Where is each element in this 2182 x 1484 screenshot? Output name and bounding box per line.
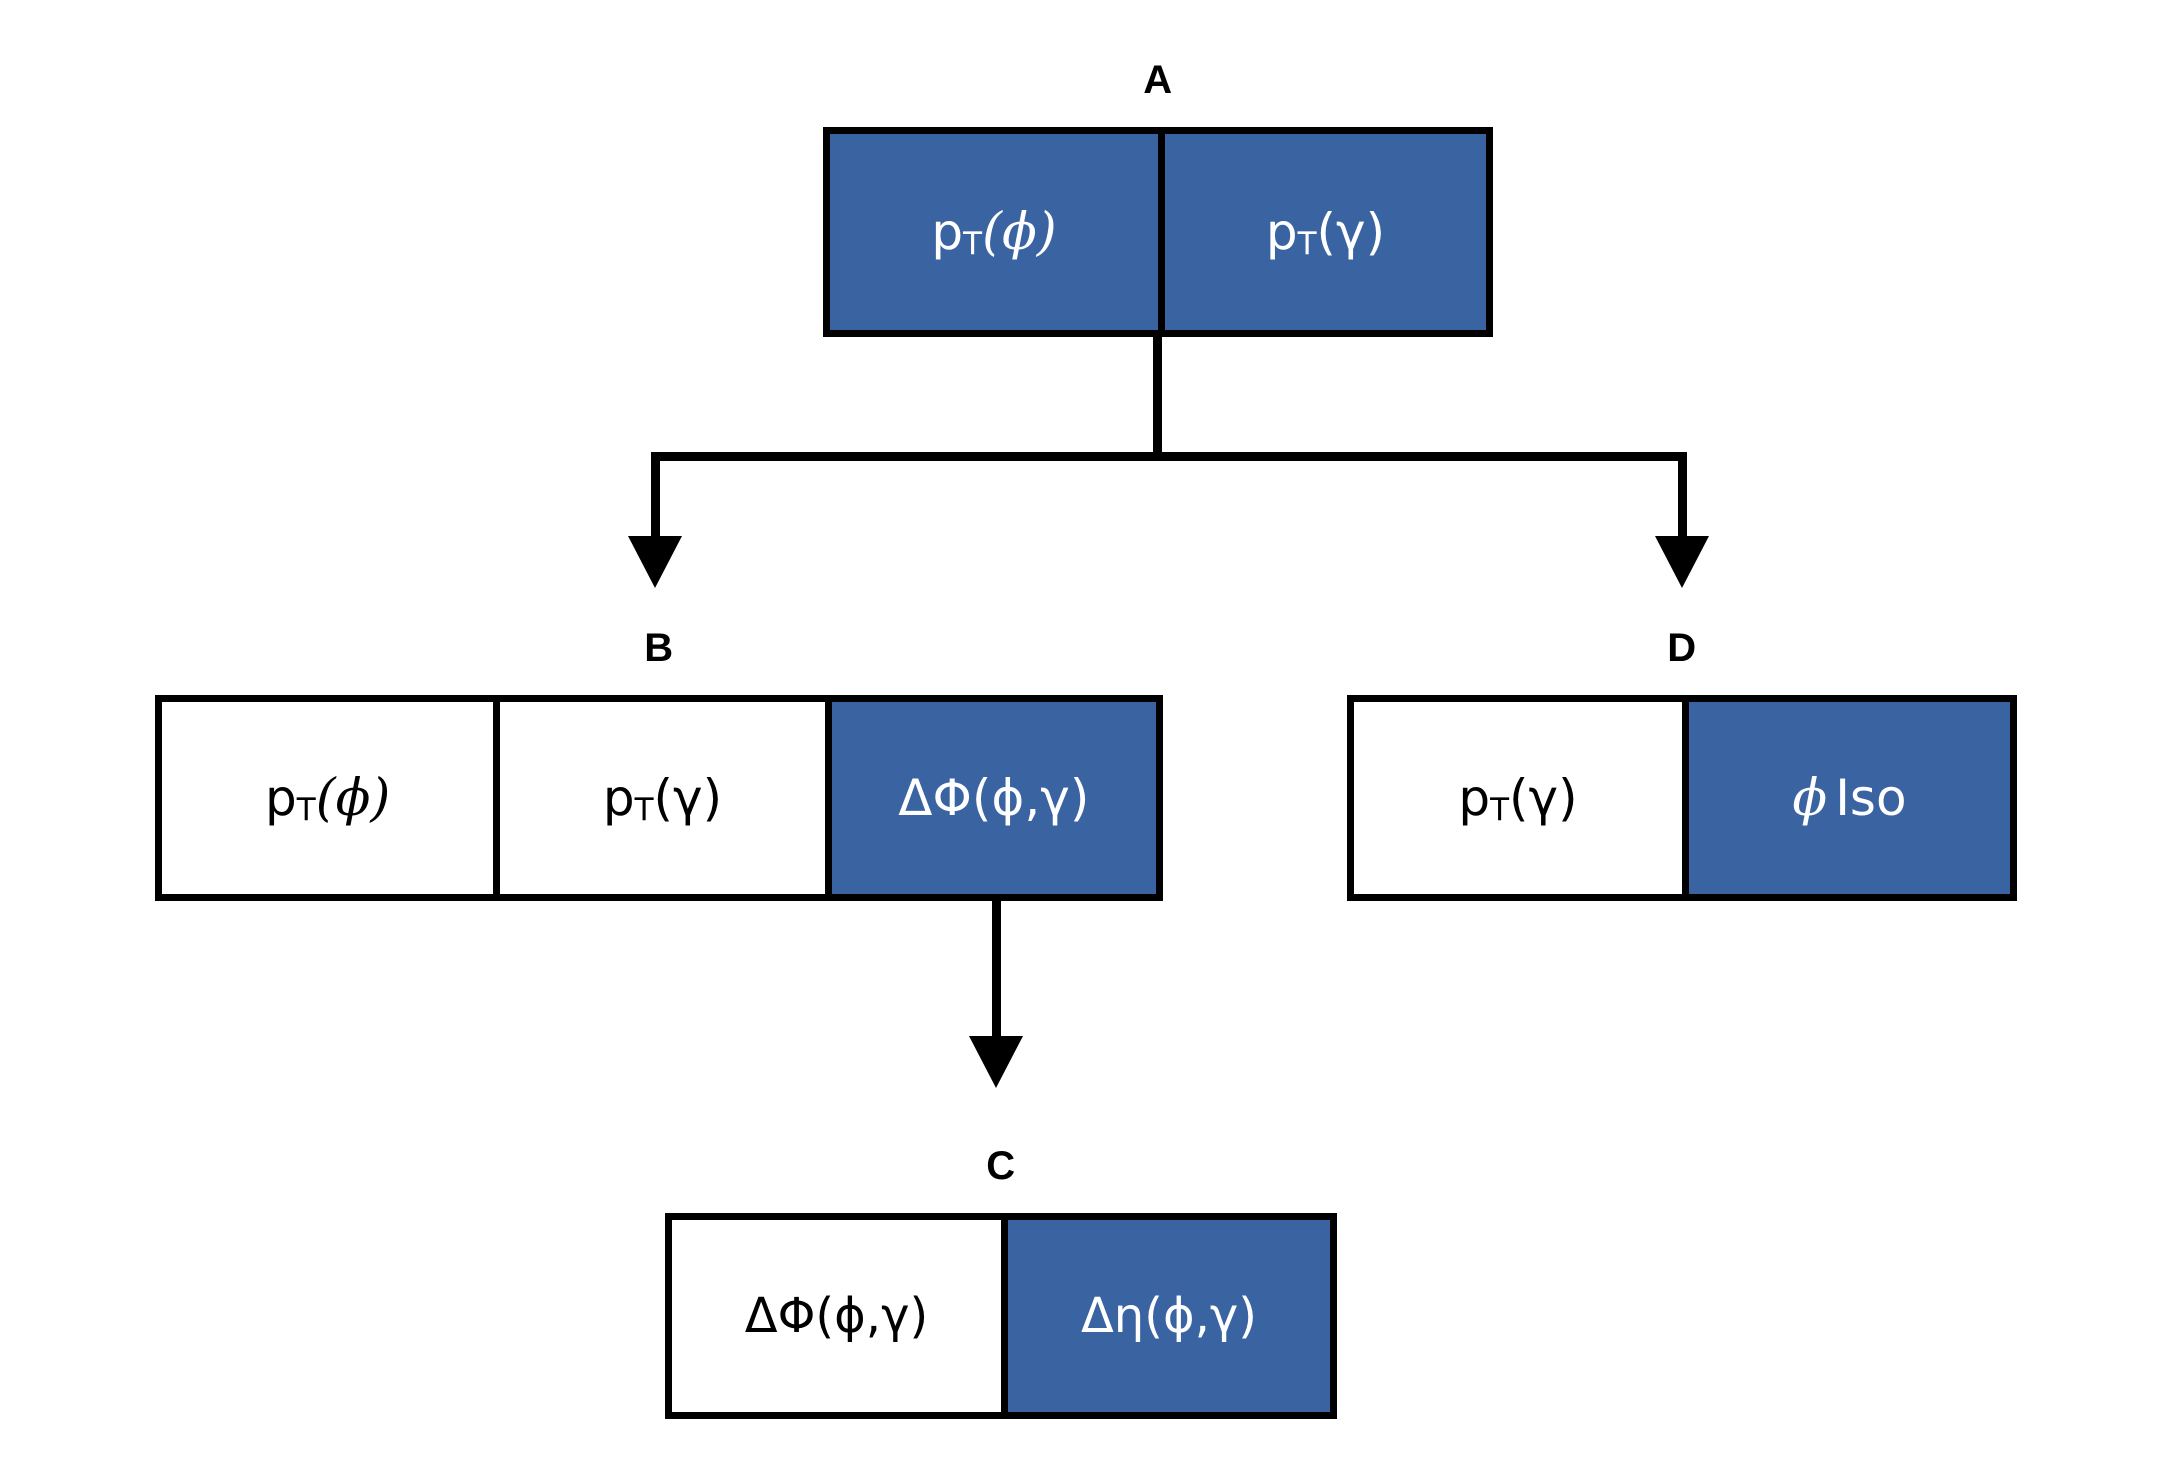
connector-a-to-d-drop — [1678, 452, 1687, 538]
cell-b-pt-gamma-text: pT(γ) — [602, 769, 723, 829]
cell-b-pt-gamma[interactable]: pT(γ) — [493, 702, 825, 894]
cell-a-pt-phi-text: pT(ϕ) — [931, 202, 1057, 262]
group-b-label: B — [644, 626, 674, 670]
cell-a-pt-gamma[interactable]: pT(γ) — [1158, 134, 1486, 330]
group-c-label: C — [986, 1144, 1016, 1188]
group-d-label: D — [1667, 626, 1697, 670]
connector-a-to-b-drop — [651, 452, 660, 538]
group-a-row: pT(ϕ) pT(γ) — [823, 127, 1493, 337]
cell-c-delta-phi-angle[interactable]: ΔΦ(ϕ,γ) — [672, 1220, 1001, 1412]
cell-c-delta-phi-angle-text: ΔΦ(ϕ,γ) — [744, 1288, 929, 1344]
cell-b-delta-phi-angle-text: ΔΦ(ϕ,γ) — [898, 769, 1090, 827]
cell-d-pt-gamma[interactable]: pT(γ) — [1354, 702, 1682, 894]
group-a-label: A — [1143, 58, 1173, 102]
cell-b-pt-phi[interactable]: pT(ϕ) — [162, 702, 494, 894]
group-c-row: ΔΦ(ϕ,γ) Δη(ϕ,γ) — [665, 1213, 1337, 1419]
cell-d-pt-gamma-text: pT(γ) — [1458, 769, 1578, 829]
connector-a-to-d-arrowhead — [1655, 536, 1709, 588]
connector-a-stem — [1153, 337, 1162, 461]
cell-b-delta-phi-angle[interactable]: ΔΦ(ϕ,γ) — [824, 702, 1156, 894]
connector-a-bar — [651, 452, 1687, 461]
connector-a-to-b-arrowhead — [628, 536, 682, 588]
cell-c-delta-eta[interactable]: Δη(ϕ,γ) — [1001, 1220, 1330, 1412]
cell-c-delta-eta-text: Δη(ϕ,γ) — [1080, 1288, 1258, 1344]
cell-a-pt-phi[interactable]: pT(ϕ) — [830, 134, 1158, 330]
connector-b-to-c-line — [992, 901, 1001, 1038]
group-b-row: pT(ϕ) pT(γ) ΔΦ(ϕ,γ) — [155, 695, 1163, 901]
cell-b-pt-phi-text: pT(ϕ) — [265, 768, 391, 828]
cell-a-pt-gamma-text: pT(γ) — [1265, 203, 1386, 263]
connector-b-to-c-arrowhead — [969, 1036, 1023, 1088]
